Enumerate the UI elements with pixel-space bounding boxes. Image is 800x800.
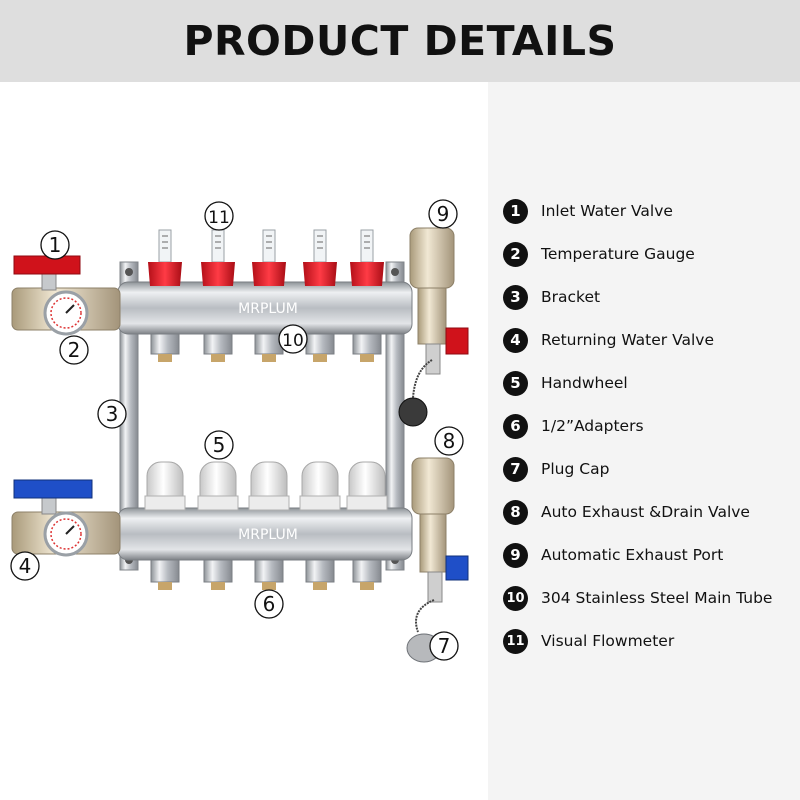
flowmeters <box>148 229 384 286</box>
svg-text:9: 9 <box>437 202 450 226</box>
callout-3: 3 <box>97 399 127 429</box>
legend-number-badge: 6 <box>503 413 528 439</box>
legend-item: 5 Handwheel <box>503 370 628 396</box>
legend-label: Inlet Water Valve <box>541 202 673 220</box>
callout-6: 6 <box>254 589 284 619</box>
legend-number-badge: 2 <box>503 241 528 267</box>
legend-label: Returning Water Valve <box>541 331 714 349</box>
svg-text:3: 3 <box>106 402 119 426</box>
auto-exhaust-drain-valve <box>411 457 469 603</box>
svg-text:10: 10 <box>282 331 304 351</box>
legend-label: Auto Exhaust &Drain Valve <box>541 503 750 521</box>
callout-1: 1 <box>40 230 70 260</box>
legend-item: 8 Auto Exhaust &Drain Valve <box>503 499 750 525</box>
callout-9: 9 <box>428 199 458 229</box>
legend-item: 7 Plug Cap <box>503 456 609 482</box>
legend-label: Handwheel <box>541 374 628 392</box>
legend-label: 304 Stainless Steel Main Tube <box>541 589 773 607</box>
legend-label: Plug Cap <box>541 460 610 478</box>
legend-label: Bracket <box>541 288 601 306</box>
legend-number-badge: 8 <box>503 499 528 525</box>
legend-number-badge: 9 <box>503 542 528 568</box>
legend-item: 10 304 Stainless Steel Main Tube <box>503 585 772 611</box>
callout-5: 5 <box>204 430 234 460</box>
brand-bottom: MRPLUM <box>238 527 298 543</box>
svg-text:2: 2 <box>68 338 81 362</box>
bottom-outlet-adapters <box>150 559 382 590</box>
legend-label: Visual Flowmeter <box>541 632 675 650</box>
legend-number-badge: 10 <box>503 585 528 611</box>
legend-number-badge: 4 <box>503 327 528 353</box>
page-title: PRODUCT DETAILS <box>183 17 617 65</box>
legend-number-badge: 5 <box>503 370 528 396</box>
brand-top: MRPLUM <box>238 301 298 317</box>
callout-8: 8 <box>434 426 464 456</box>
return-main-tube: MRPLUM <box>117 507 413 561</box>
header-banner: PRODUCT DETAILS <box>0 0 800 82</box>
legend-number-badge: 3 <box>503 284 528 310</box>
legend-label: Automatic Exhaust Port <box>541 546 724 564</box>
supply-main-tube: MRPLUM <box>117 281 413 335</box>
callouts: 1 2 3 4 5 6 7 8 9 10 11 <box>10 199 464 661</box>
callout-2: 2 <box>59 335 89 365</box>
svg-text:4: 4 <box>19 554 32 578</box>
callout-7: 7 <box>429 631 459 661</box>
callout-4: 4 <box>10 551 40 581</box>
temperature-gauge-top <box>43 290 89 336</box>
legend-item: 2 Temperature Gauge <box>503 241 695 267</box>
legend-number-badge: 11 <box>503 628 528 654</box>
legend-item: 9 Automatic Exhaust Port <box>503 542 723 568</box>
svg-text:1: 1 <box>49 233 62 257</box>
legend-label: 1/2”Adapters <box>541 417 644 435</box>
legend-item: 4 Returning Water Valve <box>503 327 714 353</box>
svg-text:7: 7 <box>438 634 451 658</box>
top-outlet-adapters <box>150 333 382 362</box>
legend-label: Temperature Gauge <box>541 245 695 263</box>
legend-number-badge: 7 <box>503 456 528 482</box>
callout-10: 10 <box>278 324 308 354</box>
legend-item: 6 1/2”Adapters <box>503 413 644 439</box>
manifold-illustration: MRPLUM MRPLUM <box>10 199 469 663</box>
legend-item: 11 Visual Flowmeter <box>503 628 674 654</box>
legend-number-badge: 1 <box>503 198 528 224</box>
callout-11: 11 <box>204 201 234 231</box>
svg-text:11: 11 <box>208 208 230 228</box>
legend-background <box>488 82 800 800</box>
svg-text:8: 8 <box>443 429 456 453</box>
svg-text:6: 6 <box>263 592 276 616</box>
svg-text:5: 5 <box>213 433 226 457</box>
temperature-gauge-bottom <box>43 511 89 557</box>
automatic-exhaust-port <box>398 227 469 427</box>
legend-item: 1 Inlet Water Valve <box>503 198 673 224</box>
legend-item: 3 Bracket <box>503 284 600 310</box>
handwheels <box>144 461 388 511</box>
